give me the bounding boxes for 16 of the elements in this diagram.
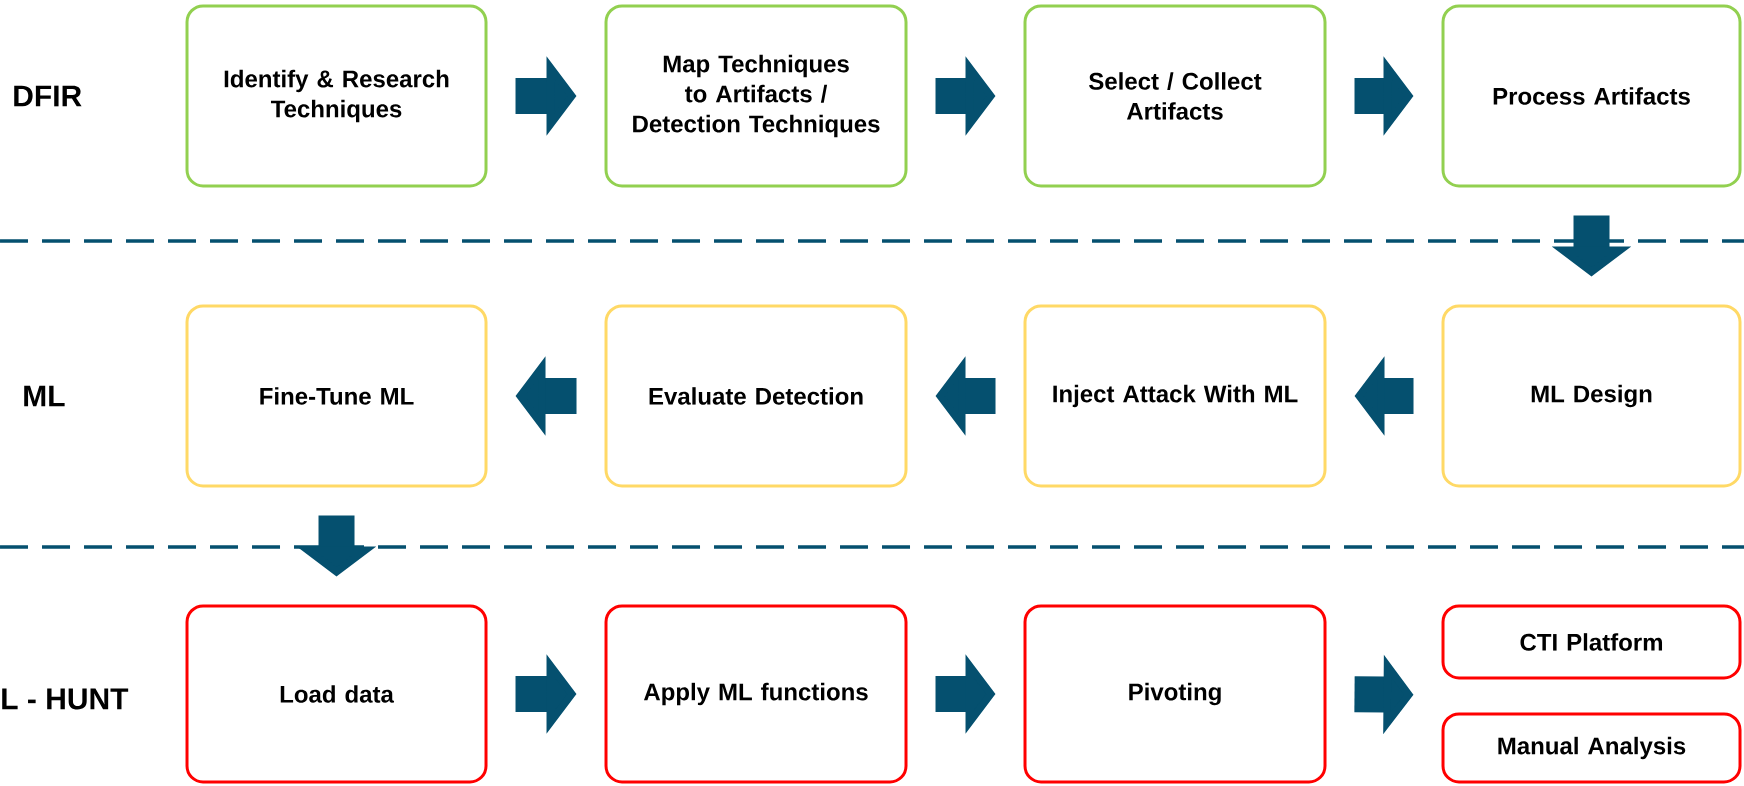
process-box: ML Design [1441,304,1742,488]
row-label: DFIR [14,85,82,107]
row-label: ML [24,385,65,407]
process-box: Inject Attack With ML [1023,304,1327,488]
process-box: Load data [185,604,488,784]
process-box: CTI Platform [1441,604,1742,680]
process-box: Fine-Tune ML [185,304,488,488]
process-box: Process Artifacts [1441,4,1742,188]
process-box: Apply ML functions [604,604,908,784]
row-label: L - HUNT [2,688,129,710]
process-box: Identify & Research Techniques [185,4,488,188]
process-box: Evaluate Detection [604,304,908,488]
process-box: Select / Collect Artifacts [1023,4,1327,188]
process-box: Manual Analysis [1441,712,1742,784]
process-box: Pivoting [1023,604,1327,784]
process-box: Map Techniques to Artifacts / Detection Techniques [604,4,908,188]
